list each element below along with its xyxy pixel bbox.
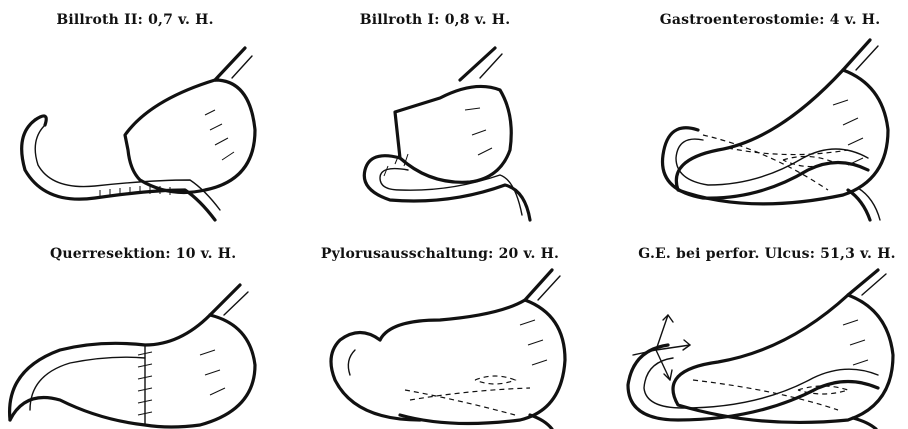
illustration-billroth-ii (0, 40, 300, 220)
caption-billroth-ii: Billroth II: 0,7 v. H. (40, 12, 230, 28)
caption-billroth-i: Billroth I: 0,8 v. H. (345, 12, 525, 28)
illustration-gastroenterostomie (608, 40, 908, 220)
illustration-billroth-i (300, 40, 600, 220)
caption-gastroenterostomie: Gastroenterostomie: 4 v. H. (650, 12, 890, 28)
illustration-querresektion (0, 270, 300, 429)
caption-ge-perfor-ulcus: G.E. bei perfor. Ulcus: 51,3 v. H. (632, 246, 902, 262)
illustration-ge-perfor-ulcus (608, 270, 908, 429)
caption-querresektion: Querresektion: 10 v. H. (50, 246, 230, 262)
illustration-pylorusausschaltung (300, 270, 600, 429)
caption-pylorusausschaltung: Pylorusausschaltung: 20 v. H. (310, 246, 570, 262)
